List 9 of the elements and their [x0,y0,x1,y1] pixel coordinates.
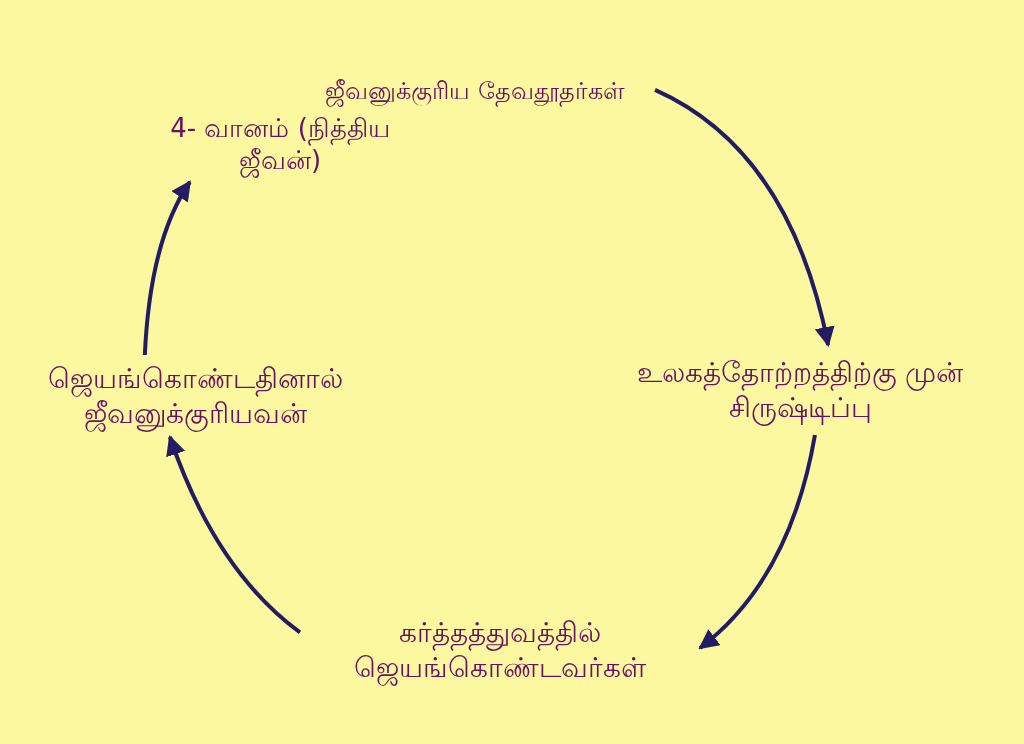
node-label: ஜெயங்கொண்டதினால் ஜீவனுக்குரியவன் [46,361,344,431]
node-label: உலகத்தோற்றத்திற்கு முன் சிருஷ்டிப்பு [635,355,965,425]
node-label: 4- வானம் (நித்திய ஜீவன்) [170,111,390,177]
curved-arrow [698,434,817,650]
curved-arrow [142,180,192,356]
curved-arrow [654,88,834,347]
node-label: ஜீவனுக்குரிய தேவதூதர்கள் [325,76,625,106]
node-label: கர்த்தத்துவத்தில் ஜெயங்கொண்டவர்கள் [353,615,647,685]
curved-arrow [166,435,302,634]
